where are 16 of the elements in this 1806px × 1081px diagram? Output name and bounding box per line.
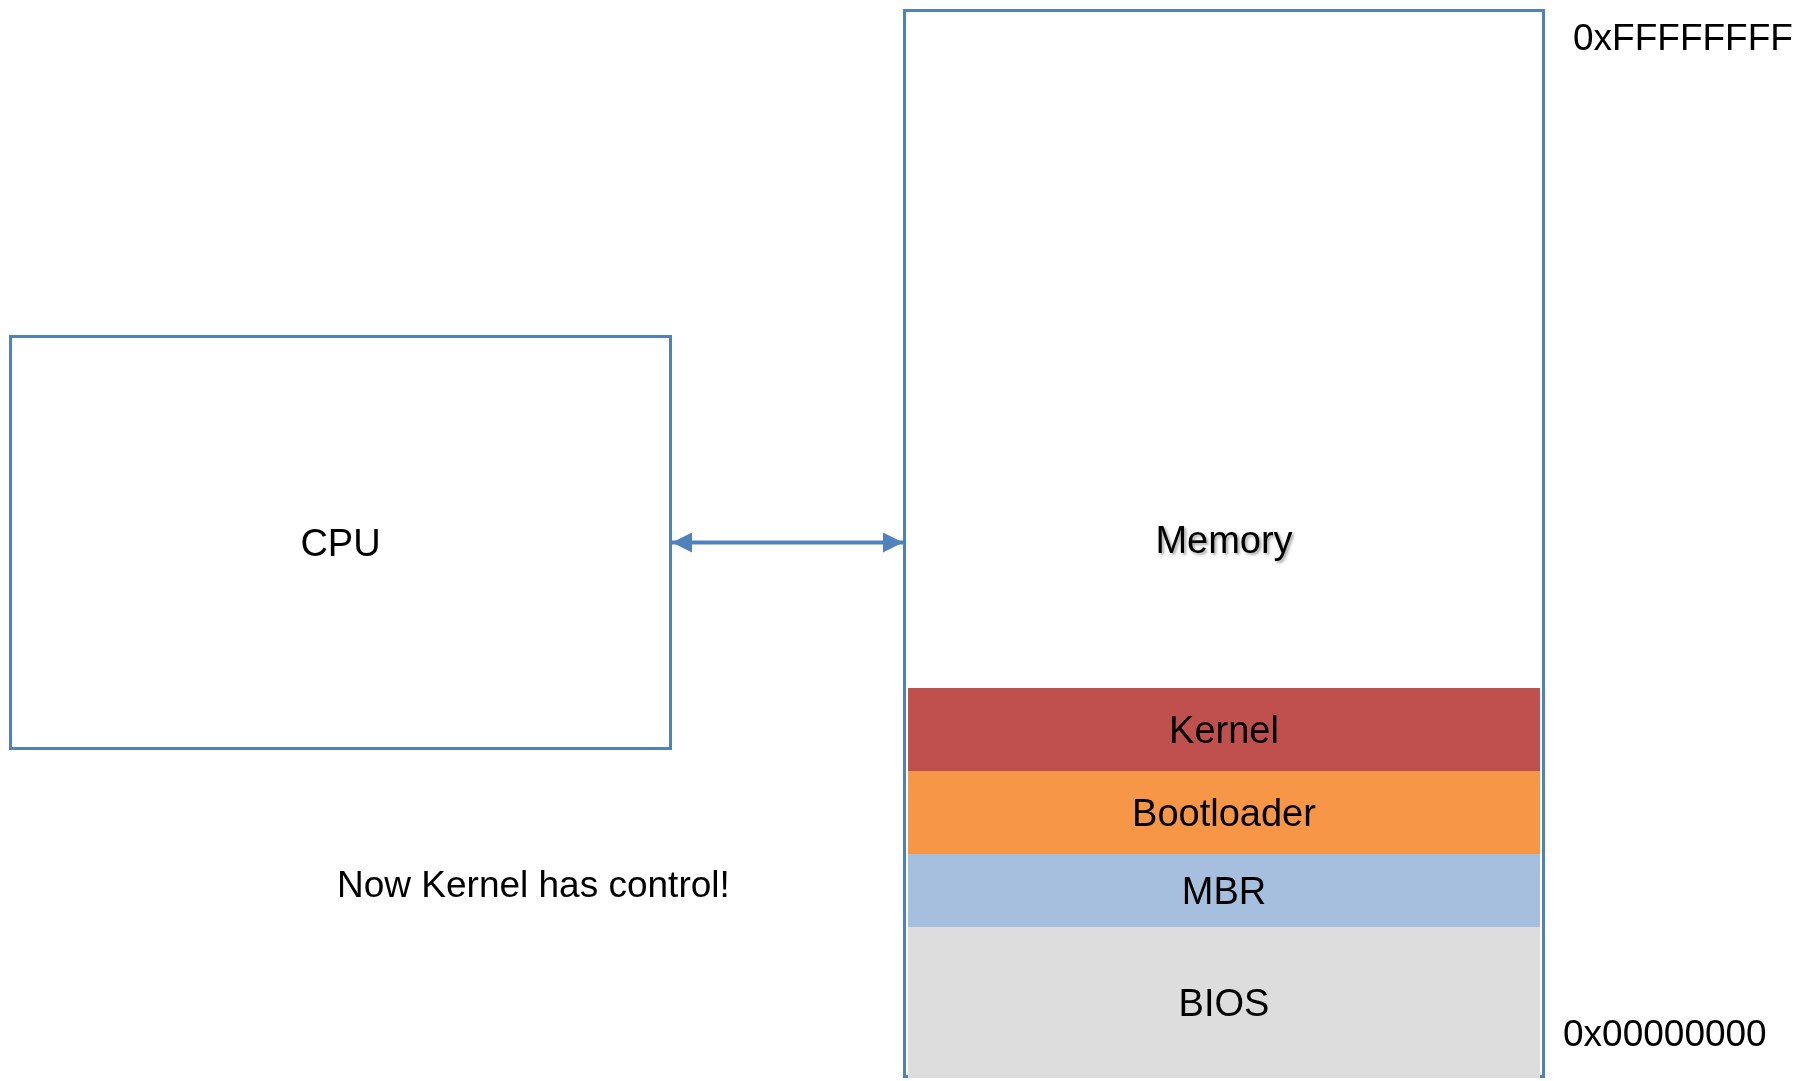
- node-label: Bootloader: [1131, 791, 1317, 834]
- node-label: CPU: [299, 521, 382, 564]
- memory-band: [908, 688, 1540, 771]
- address-label: 0xFFFFFFFF: [1573, 17, 1793, 59]
- memory-band: [908, 927, 1540, 1078]
- memory-band: [908, 854, 1540, 927]
- address-label: 0x00000000: [1563, 1013, 1767, 1055]
- node-label: MBR: [1180, 869, 1268, 912]
- note-text: Now Kernel has control!: [337, 864, 730, 906]
- cpu-box: [9, 335, 672, 750]
- memory-band: [908, 771, 1540, 854]
- node-label: Memory: [1154, 518, 1294, 562]
- node-label: BIOS: [1177, 981, 1271, 1024]
- double-arrow: [672, 532, 903, 553]
- memory-box: [903, 9, 1545, 1078]
- node-label: Kernel: [1168, 708, 1280, 751]
